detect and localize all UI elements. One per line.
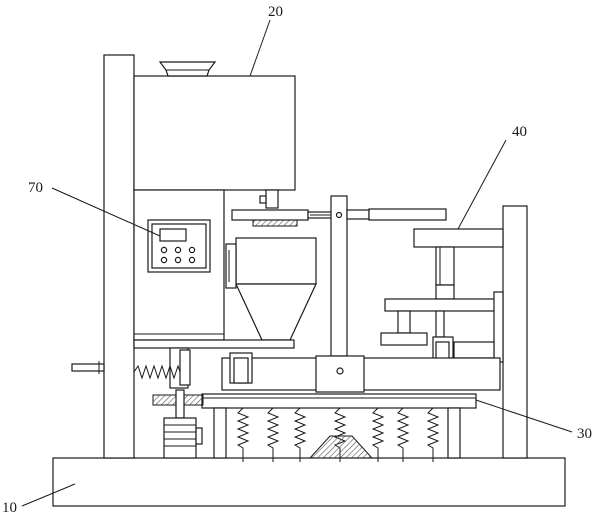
label-platform: 30 [577,426,592,442]
leader-70 [51,187,161,237]
label-press: 40 [512,124,527,140]
funnel-top [235,237,317,285]
right-arm [368,208,447,221]
left-column [103,54,135,459]
cabinet-shelf [133,339,295,349]
spring-array [236,407,440,462]
press-top-plate [413,228,504,248]
funnel-cone [235,283,317,341]
controller-button [174,256,182,264]
controller-display [159,228,187,242]
press-mid-plate [384,298,497,312]
press-side-bracket [493,291,504,363]
leader-20 [249,19,271,77]
leader-30 [475,399,573,433]
label-controller: 70 [28,180,43,196]
center-mold [308,435,374,459]
base-plate [52,457,566,507]
controller-button [174,246,182,254]
label-hopper: 20 [268,4,283,20]
hopper-lid [158,61,217,77]
leader-10 [21,483,76,507]
controller-button [160,256,168,264]
motor-icon [163,417,197,459]
upper-rail-hatch [252,219,298,227]
label-base: 10 [2,500,17,516]
hopper-box [133,75,296,191]
left-pin [71,363,105,372]
feed-tube [265,189,279,209]
controller-button [160,246,168,254]
controller-button [188,246,196,254]
spring-icon [133,364,181,380]
right-column [502,205,528,459]
controller-button [188,256,196,264]
working-table [201,393,477,409]
funnel-bracket [225,243,237,289]
leader-40 [457,139,507,230]
upper-rail [231,209,309,221]
center-post [330,195,348,357]
